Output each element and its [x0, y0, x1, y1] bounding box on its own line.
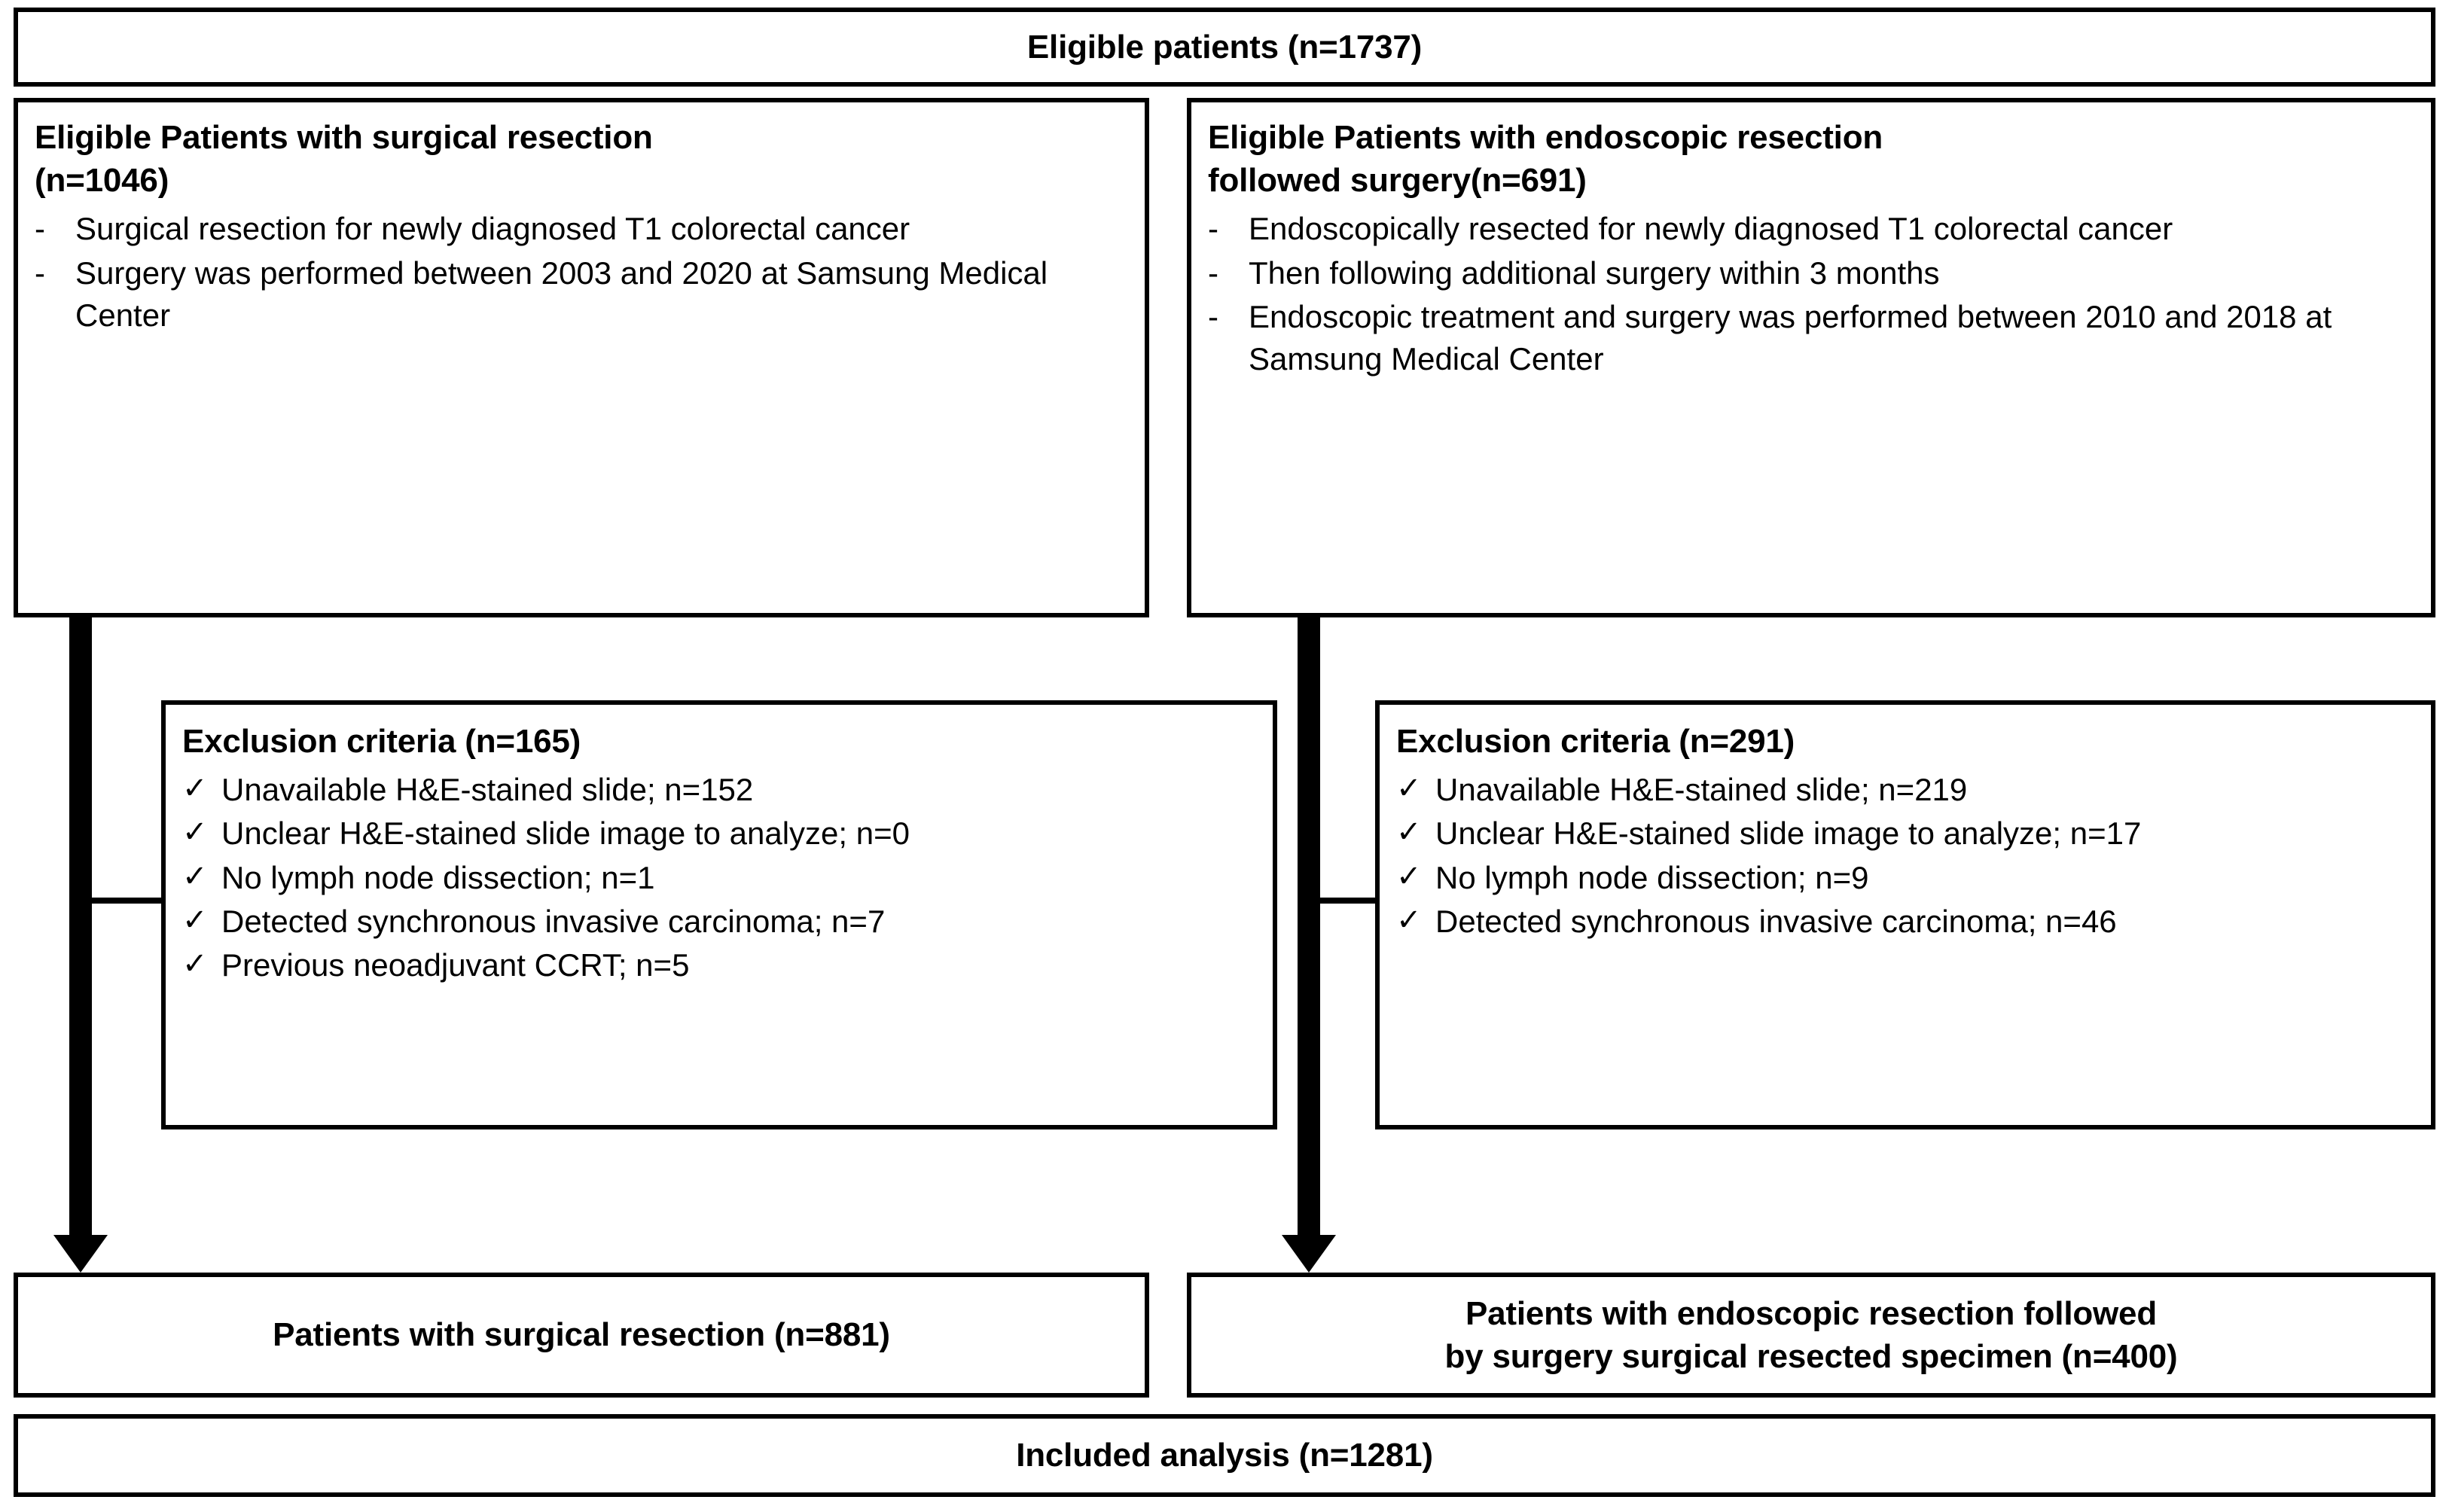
- list-item-text: Unavailable H&E-stained slide; n=219: [1435, 772, 1968, 808]
- checkmark-icon: ✓: [182, 815, 208, 849]
- eligible-patients-box: Eligible patients (n=1737): [14, 8, 2435, 87]
- list-item: ✓ Unavailable H&E-stained slide; n=152: [182, 769, 1258, 811]
- list-item: ✓ Unclear H&E-stained slide image to ana…: [1396, 812, 2416, 855]
- list-item-text: Surgery was performed between 2003 and 2…: [75, 255, 1048, 333]
- exclusion-criteria-surgical-box: Exclusion criteria (n=165) ✓ Unavailable…: [161, 700, 1277, 1129]
- checkmark-icon: ✓: [182, 772, 208, 806]
- exclusion-criteria-endoscopic-title: Exclusion criteria (n=291): [1396, 723, 1795, 760]
- eligible-surgical-title-line2: (n=1046): [35, 162, 169, 200]
- left-exclusion-branch-line: [92, 898, 164, 904]
- checkmark-icon: ✓: [182, 859, 208, 893]
- checkmark-icon: ✓: [1396, 772, 1422, 806]
- list-item: ✓ No lymph node dissection; n=9: [1396, 857, 2416, 899]
- outcome-endoscopic-label: Patients with endoscopic resection follo…: [1445, 1292, 2178, 1378]
- list-item: ✓ Detected synchronous invasive carcinom…: [1396, 901, 2416, 943]
- exclusion-criteria-endoscopic-box: Exclusion criteria (n=291) ✓ Unavailable…: [1375, 700, 2435, 1129]
- checkmark-icon: ✓: [1396, 815, 1422, 849]
- list-item: ✓ Detected synchronous invasive carcinom…: [182, 901, 1258, 943]
- exclusion-criteria-surgical-list: ✓ Unavailable H&E-stained slide; n=152 ✓…: [182, 769, 1258, 986]
- eligible-endoscopic-title-line1: Eligible Patients with endoscopic resect…: [1208, 119, 1883, 156]
- list-item-text: Endoscopically resected for newly diagno…: [1249, 211, 2173, 247]
- list-item: - Endoscopically resected for newly diag…: [1208, 208, 2414, 250]
- dash-bullet-icon: -: [35, 255, 45, 291]
- outcome-endoscopic-box: Patients with endoscopic resection follo…: [1187, 1273, 2435, 1398]
- list-item: ✓ No lymph node dissection; n=1: [182, 857, 1258, 899]
- right-arm-arrow-head-icon: [1282, 1235, 1336, 1273]
- eligible-surgical-title-line1: Eligible Patients with surgical resectio…: [35, 119, 653, 156]
- checkmark-icon: ✓: [1396, 859, 1422, 893]
- outcome-surgical-label: Patients with surgical resection (n=881): [273, 1316, 890, 1354]
- dash-bullet-icon: -: [1208, 298, 1218, 334]
- list-item-text: Unclear H&E-stained slide image to analy…: [221, 815, 910, 852]
- list-item: - Surgery was performed between 2003 and…: [35, 252, 1128, 337]
- list-item-text: Unavailable H&E-stained slide; n=152: [221, 772, 754, 808]
- eligible-surgical-resection-box: Eligible Patients with surgical resectio…: [14, 98, 1149, 617]
- list-item-text: Detected synchronous invasive carcinoma;…: [1435, 903, 2117, 939]
- list-item-text: Previous neoadjuvant CCRT; n=5: [221, 947, 690, 983]
- list-item: - Then following additional surgery with…: [1208, 252, 2414, 294]
- list-item-text: Unclear H&E-stained slide image to analy…: [1435, 815, 2142, 852]
- dash-bullet-icon: -: [35, 211, 45, 247]
- outcome-endoscopic-label-line2: by surgery surgical resected specimen (n…: [1444, 1338, 2178, 1375]
- eligible-endoscopic-resection-box: Eligible Patients with endoscopic resect…: [1187, 98, 2435, 617]
- list-item: ✓ Unavailable H&E-stained slide; n=219: [1396, 769, 2416, 811]
- left-arm-arrow-head-icon: [53, 1235, 108, 1273]
- included-analysis-label: Included analysis (n=1281): [1016, 1437, 1433, 1474]
- eligible-patients-label: Eligible patients (n=1737): [1026, 28, 1423, 66]
- list-item-text: Endoscopic treatment and surgery was per…: [1249, 298, 2332, 377]
- eligible-surgical-criteria-list: - Surgical resection for newly diagnosed…: [35, 208, 1128, 337]
- right-arm-arrow-stem: [1298, 617, 1320, 1242]
- dash-bullet-icon: -: [1208, 255, 1218, 291]
- eligible-endoscopic-title-line2: followed surgery(n=691): [1208, 162, 1587, 200]
- list-item: - Surgical resection for newly diagnosed…: [35, 208, 1128, 250]
- outcome-endoscopic-label-line1: Patients with endoscopic resection follo…: [1465, 1294, 2157, 1332]
- list-item-text: No lymph node dissection; n=1: [221, 859, 655, 895]
- exclusion-criteria-endoscopic-list: ✓ Unavailable H&E-stained slide; n=219 ✓…: [1396, 769, 2416, 943]
- eligible-endoscopic-criteria-list: - Endoscopically resected for newly diag…: [1208, 208, 2414, 380]
- list-item: - Endoscopic treatment and surgery was p…: [1208, 296, 2414, 381]
- checkmark-icon: ✓: [182, 947, 208, 981]
- list-item-text: Detected synchronous invasive carcinoma;…: [221, 903, 886, 939]
- list-item-text: Then following additional surgery within…: [1249, 255, 1940, 291]
- checkmark-icon: ✓: [182, 903, 208, 937]
- right-exclusion-branch-line: [1320, 898, 1378, 904]
- checkmark-icon: ✓: [1396, 903, 1422, 937]
- exclusion-criteria-surgical-title: Exclusion criteria (n=165): [182, 723, 581, 760]
- list-item-text: Surgical resection for newly diagnosed T…: [75, 211, 910, 247]
- list-item: ✓ Previous neoadjuvant CCRT; n=5: [182, 944, 1258, 986]
- dash-bullet-icon: -: [1208, 211, 1218, 247]
- left-arm-arrow-stem: [69, 617, 92, 1242]
- included-analysis-box: Included analysis (n=1281): [14, 1414, 2435, 1497]
- outcome-surgical-box: Patients with surgical resection (n=881): [14, 1273, 1149, 1398]
- list-item-text: No lymph node dissection; n=9: [1435, 859, 1869, 895]
- list-item: ✓ Unclear H&E-stained slide image to ana…: [182, 812, 1258, 855]
